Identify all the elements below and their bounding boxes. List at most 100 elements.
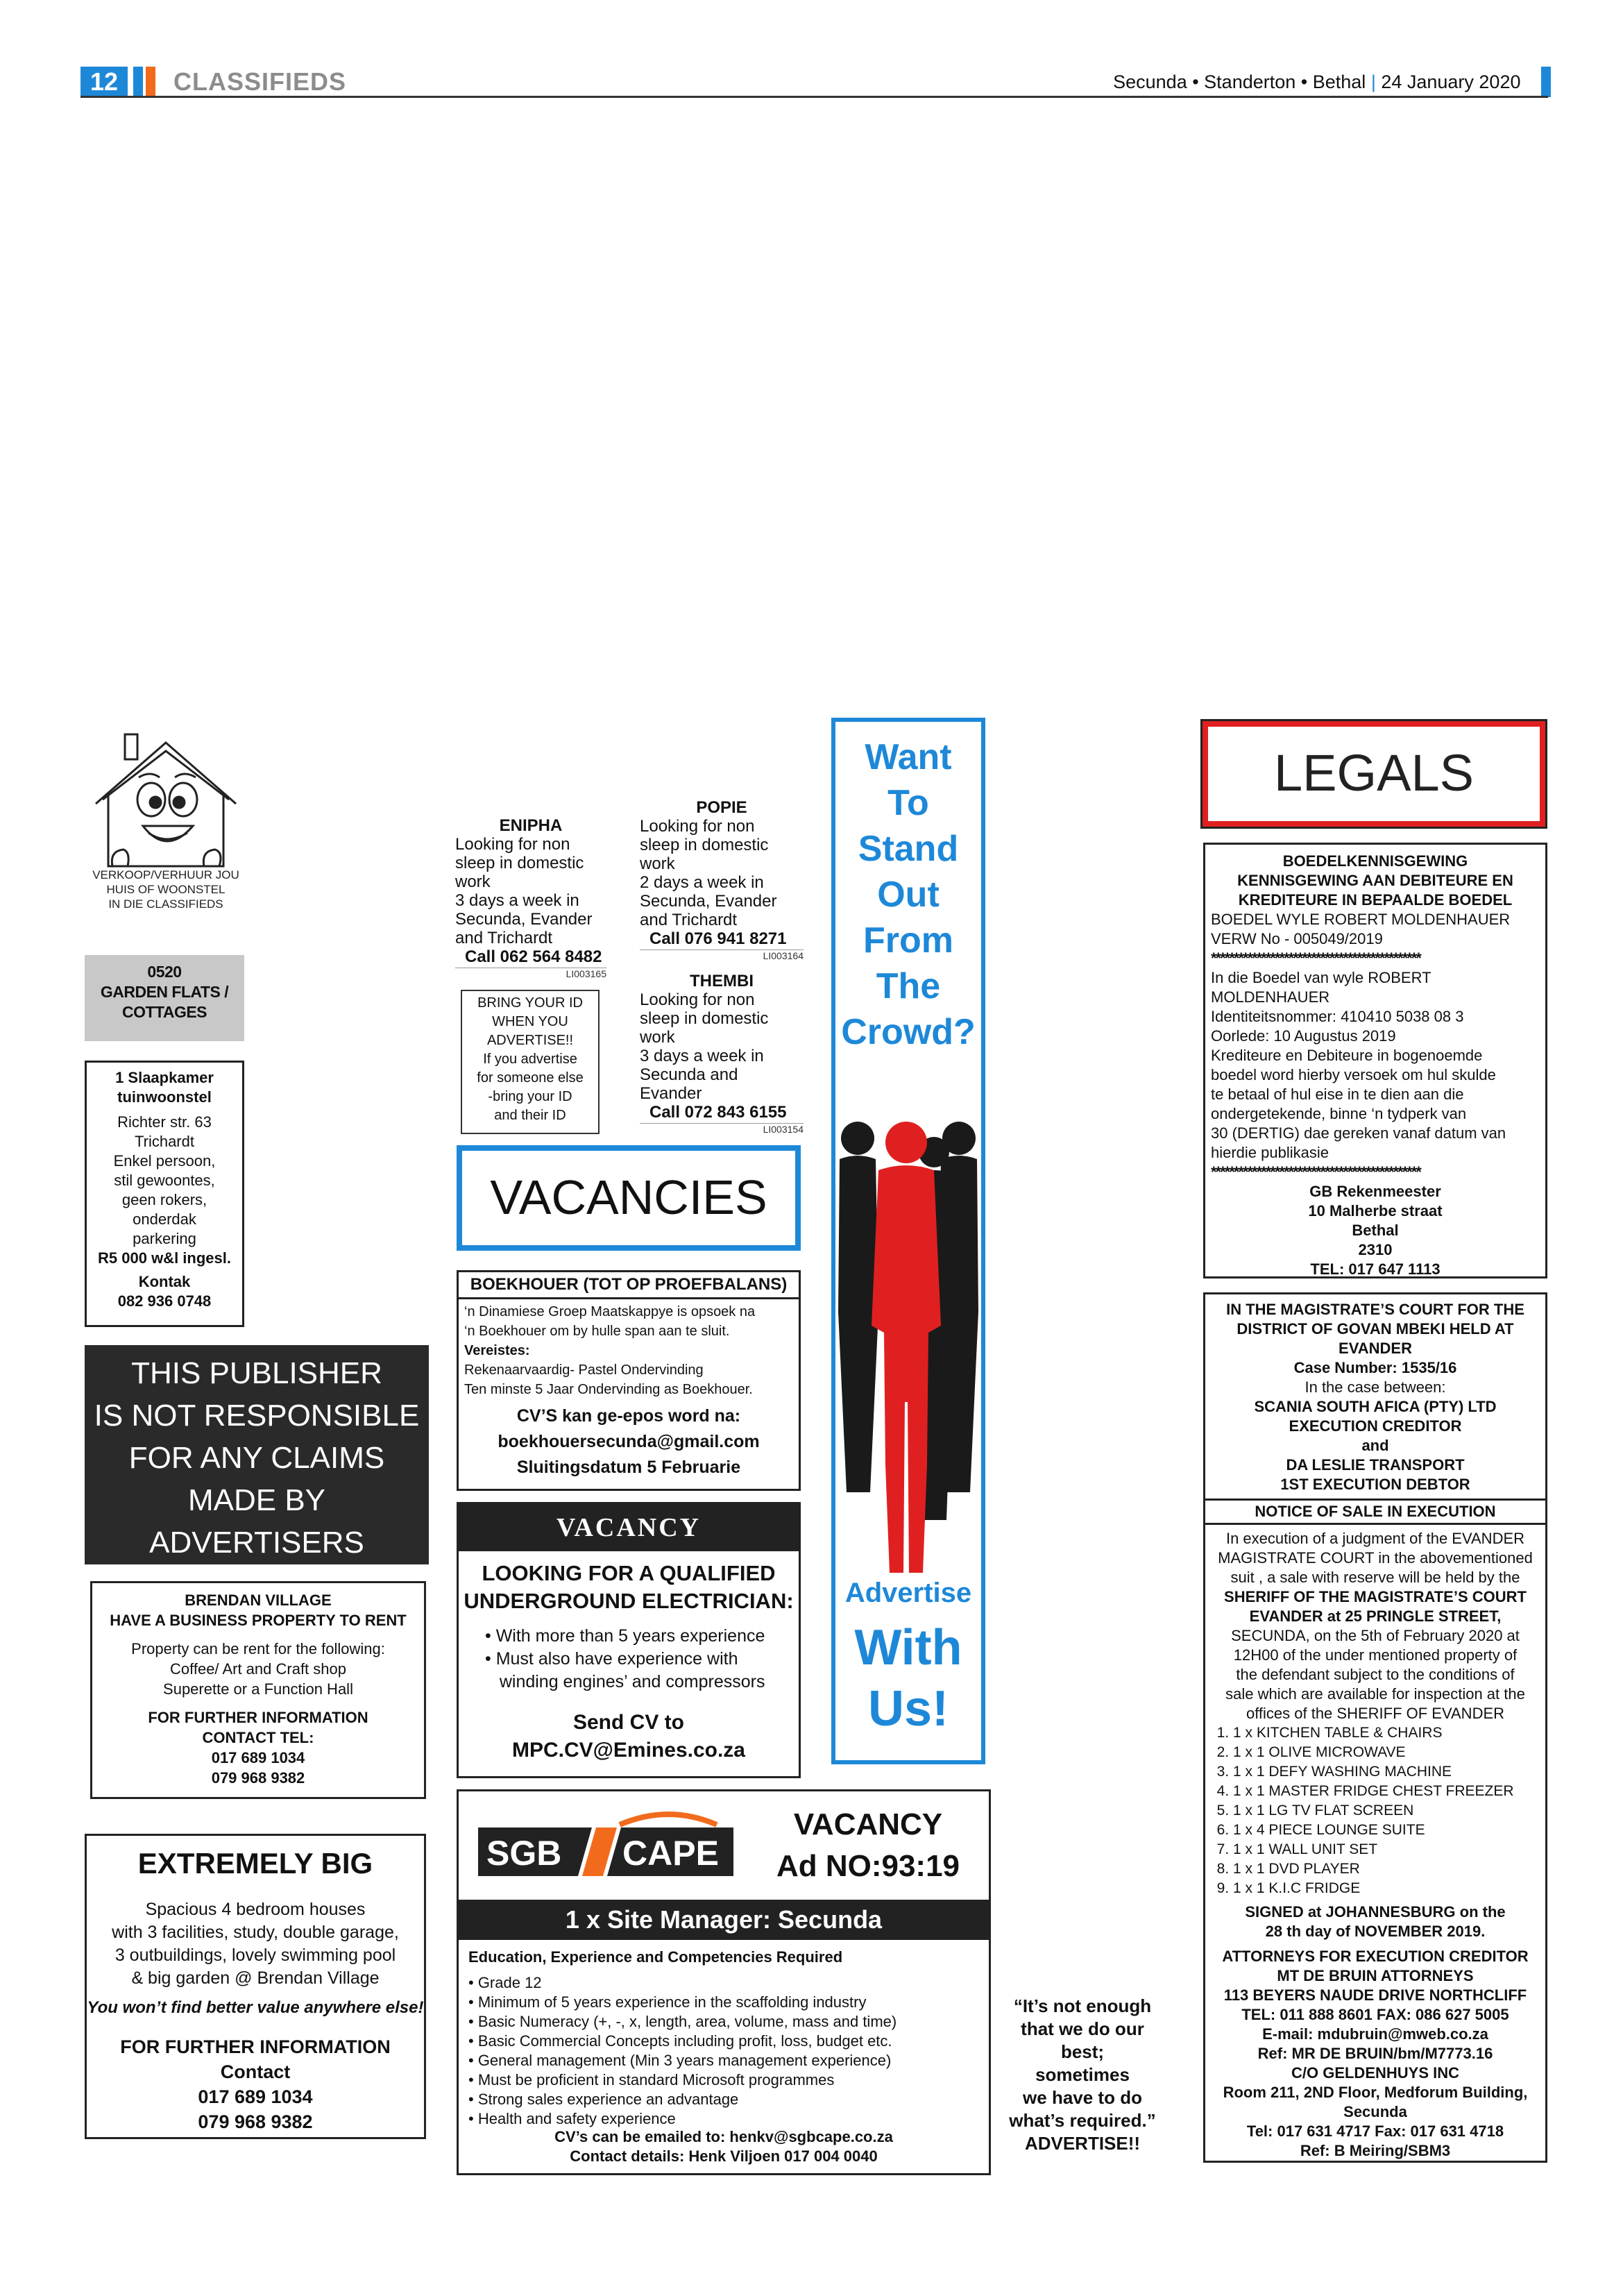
notice-title: DISTRICT OF GOVAN MBEKI HELD AT bbox=[1237, 1320, 1514, 1337]
sale-item: 1 x 1 LG TV FLAT SCREEN bbox=[1233, 1801, 1545, 1821]
ad-line: & big garden @ Brendan Village bbox=[131, 1968, 380, 1988]
quote-line: sometimes bbox=[1035, 2064, 1130, 2085]
notice-attorney: TEL: 011 888 8601 FAX: 086 627 5005 bbox=[1241, 2006, 1509, 2023]
ad-line: Secunda and bbox=[640, 1065, 738, 1084]
notice-attorney: Ref: MR DE BRUIN/bm/M7773.16 bbox=[1257, 2045, 1493, 2062]
sale-item: 1 x 1 K.I.C FRIDGE bbox=[1233, 1879, 1545, 1898]
ad-line: work bbox=[640, 854, 675, 873]
ad-info: CONTACT TEL: bbox=[202, 1729, 314, 1746]
ad-line: Evander bbox=[640, 1084, 702, 1103]
ad-line: Trichardt bbox=[135, 1133, 194, 1150]
section-title: CLASSIFIEDS bbox=[173, 67, 347, 96]
ad-line: Ten minste 5 Jaar Ondervinding as Boekho… bbox=[464, 1382, 753, 1397]
ad-title: EXTREMELY BIG bbox=[137, 1847, 373, 1880]
notice-line: EVANDER at 25 PRINGLE STREET, bbox=[1249, 1607, 1502, 1625]
notice-line: ondergetekende, binne ‘n tydperk van bbox=[1211, 1105, 1467, 1122]
stand-out-ad: Want To Stand Out From The Crowd? Advert… bbox=[831, 718, 985, 1764]
notice-title: BOEDELKENNISGEWING bbox=[1282, 852, 1468, 870]
sgb-cape-vacancy-ad: SGB CAPE VACANCY Ad NO:93:19 1 x Site Ma… bbox=[457, 1789, 991, 2175]
disclaimer-line: MADE BY bbox=[187, 1483, 326, 1517]
notice-firm: 10 Malherbe straat bbox=[1308, 1202, 1443, 1219]
ad-header: VACANCY bbox=[459, 1504, 799, 1551]
notice-line: -bring your ID bbox=[488, 1089, 572, 1104]
ad-line: 3 days a week in bbox=[455, 891, 579, 910]
slaapkamer-ad: 1 Slaapkamer tuinwoonstel Richter str. 6… bbox=[85, 1061, 244, 1327]
ad-line: Secunda, Evander bbox=[640, 892, 777, 911]
bring-id-notice: BRING YOUR ID WHEN YOU ADVERTISE!! If yo… bbox=[461, 990, 600, 1134]
ad-line: Superette or a Function Hall bbox=[163, 1680, 353, 1698]
notice-attorney: Secunda bbox=[1343, 2103, 1407, 2120]
us-word: Us! bbox=[867, 1681, 949, 1737]
thembi-ad: THEMBI Looking for non sleep in domestic… bbox=[640, 972, 804, 1135]
notice-line: sale which are available for inspection … bbox=[1225, 1685, 1525, 1703]
ad-line: ‘n Boekhouer om by hulle span aan te slu… bbox=[464, 1324, 730, 1339]
notice-title: KREDITEURE IN BEPAALDE BOEDEL bbox=[1238, 891, 1513, 909]
header-dateline: Secunda • Standerton • Bethal | 24 Janua… bbox=[1113, 71, 1521, 92]
sgb-logo-left-text: SGB bbox=[486, 1834, 561, 1873]
ad-bullet: • Health and safety experience bbox=[468, 2110, 676, 2127]
headline-word: Crowd? bbox=[841, 1012, 976, 1052]
ad-number: Ad NO:93:19 bbox=[776, 1849, 960, 1883]
ad-cv-line: CV’S kan ge-epos word na: bbox=[516, 1406, 741, 1426]
ad-info: FOR FURTHER INFORMATION bbox=[148, 1709, 368, 1726]
ad-phone: 079 968 9382 bbox=[211, 1769, 305, 1787]
ad-title: HAVE A BUSINESS PROPERTY TO RENT bbox=[110, 1612, 407, 1629]
house-ad-line: IN DIE CLASSIFIEDS bbox=[108, 897, 223, 911]
notice-line: the defendant subject to the conditions … bbox=[1236, 1666, 1515, 1683]
vacancies-banner: VACANCIES bbox=[457, 1145, 801, 1251]
disclaimer-line: FOR ANY CLAIMS bbox=[128, 1441, 385, 1475]
headline-word: Stand bbox=[858, 829, 959, 869]
sgb-cape-logo: SGB CAPE bbox=[478, 1812, 733, 1876]
quote-line: we have to do bbox=[1023, 2087, 1142, 2108]
ad-info: FOR FURTHER INFORMATION bbox=[120, 2036, 391, 2057]
notice-line: Oorlede: 10 Augustus 2019 bbox=[1211, 1027, 1396, 1045]
ad-name: THEMBI bbox=[690, 972, 754, 990]
ad-requirements-label: Vereistes: bbox=[464, 1343, 530, 1358]
ad-tagline: You won’t find better value anywhere els… bbox=[87, 1998, 424, 2017]
notice-line: boedel word hierby versoek om hul skulde bbox=[1211, 1066, 1496, 1083]
ad-header: VACANCY bbox=[793, 1807, 943, 1841]
brendan-village-ad: BRENDAN VILLAGE HAVE A BUSINESS PROPERTY… bbox=[90, 1581, 426, 1799]
ad-line: Spacious 4 bedroom houses bbox=[145, 1900, 366, 1919]
quote-line: ADVERTISE!! bbox=[1024, 2133, 1141, 2154]
notice-line: 12H00 of the under mentioned property of bbox=[1233, 1646, 1518, 1664]
boedel-notice: BOEDELKENNISGEWING KENNISGEWING AAN DEBI… bbox=[1203, 843, 1547, 1278]
notice-attorney: ATTORNEYS FOR EXECUTION CREDITOR bbox=[1222, 1948, 1529, 1965]
notice-attorney: 113 BEYERS NAUDE DRIVE NORTHCLIFF bbox=[1223, 1986, 1527, 2004]
notice-firm: 2310 bbox=[1358, 1241, 1393, 1258]
quote-line: that we do our bbox=[1021, 2018, 1144, 2039]
ad-title: BOEKHOUER (TOT OP PROEFBALANS) bbox=[459, 1272, 799, 1299]
notice-party: SCANIA SOUTH AFICA (PTY) LTD bbox=[1254, 1398, 1497, 1415]
ad-line: work bbox=[455, 872, 491, 891]
advertise-word: Advertise bbox=[844, 1578, 972, 1608]
notice-attorney: Ref: B Meiring/SBM3 bbox=[1300, 2142, 1451, 2159]
ad-code: LI003165 bbox=[455, 968, 606, 979]
notice-party: 1ST EXECUTION DEBTOR bbox=[1280, 1476, 1470, 1493]
ad-line: onderdak bbox=[133, 1210, 196, 1228]
header-rule bbox=[80, 96, 1548, 98]
notice-attorney: Room 211, 2ND Floor, Medforum Building, bbox=[1223, 2084, 1528, 2101]
sale-item: 1 x 1 DVD PLAYER bbox=[1233, 1859, 1545, 1879]
ad-title: LOOKING FOR A QUALIFIED bbox=[482, 1561, 776, 1585]
ad-bullet: • Minimum of 5 years experience in the s… bbox=[468, 1993, 867, 2011]
notice-title: KENNISGEWING AAN DEBITEURE EN bbox=[1237, 872, 1513, 889]
ad-line: Enkel persoon, bbox=[113, 1152, 216, 1170]
headline-word: The bbox=[876, 966, 941, 1006]
ad-line: sleep in domestic bbox=[640, 1009, 769, 1028]
category-title: GARDEN FLATS / bbox=[100, 983, 229, 1001]
notice-line: In execution of a judgment of the EVANDE… bbox=[1225, 1530, 1525, 1547]
sale-item: 1 x 1 WALL UNIT SET bbox=[1233, 1840, 1545, 1859]
notice-line: WHEN YOU bbox=[492, 1014, 568, 1029]
ad-title: tuinwoonstel bbox=[117, 1088, 212, 1106]
quote-line: “It’s not enough bbox=[1013, 1995, 1152, 2016]
quote-line: best; bbox=[1060, 2041, 1105, 2062]
ad-send-label: Send CV to bbox=[572, 1711, 684, 1734]
ad-bullet: • Basic Numeracy (+, -, x, length, area,… bbox=[468, 2013, 897, 2030]
page-number: 12 bbox=[80, 67, 128, 97]
ad-line: stil gewoontes, bbox=[114, 1172, 215, 1189]
ad-title: 1 Slaapkamer bbox=[115, 1069, 214, 1086]
electrician-vacancy-ad: VACANCY LOOKING FOR A QUALIFIED UNDERGRO… bbox=[457, 1502, 801, 1778]
ad-name: ENIPHA bbox=[499, 816, 563, 835]
headline-word: Out bbox=[877, 875, 940, 915]
sgb-logo-right-text: CAPE bbox=[622, 1834, 719, 1873]
